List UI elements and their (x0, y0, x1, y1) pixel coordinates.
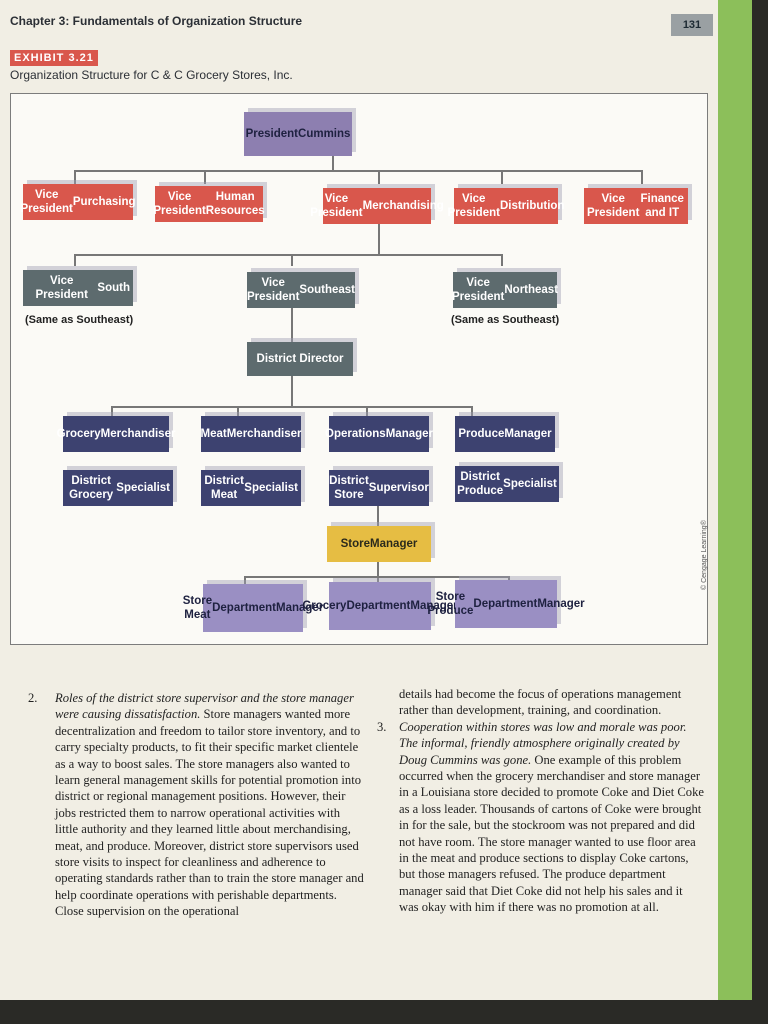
page-edge-strip (718, 0, 752, 1000)
note-northeast: (Same as Southeast) (451, 314, 560, 326)
district-director-box: District Director (247, 342, 353, 376)
chapter-header: Chapter 3: Fundamentals of Organization … (10, 14, 303, 28)
exhibit-label: EXHIBIT 3.21 (10, 50, 98, 66)
text-column-right: details had become the focus of operatio… (399, 686, 705, 916)
text-column-left: Roles of the district store supervisor a… (55, 690, 365, 920)
item-2-number: 2. (28, 691, 38, 705)
item-3-number: 3. (377, 720, 387, 734)
exhibit-title: Organization Structure for C & C Grocery… (10, 68, 293, 82)
item-3-text: Cooperation within stores was low and mo… (399, 719, 704, 915)
page-number: 131 (671, 14, 713, 36)
item-2-continued: details had become the focus of operatio… (399, 687, 682, 718)
book-page: 131 Chapter 3: Fundamentals of Organizat… (0, 0, 752, 1000)
item-2-text: Roles of the district store supervisor a… (55, 691, 364, 919)
note-south: (Same as Southeast) (25, 314, 134, 326)
image-credit: © Cengage Learning® (701, 520, 708, 590)
